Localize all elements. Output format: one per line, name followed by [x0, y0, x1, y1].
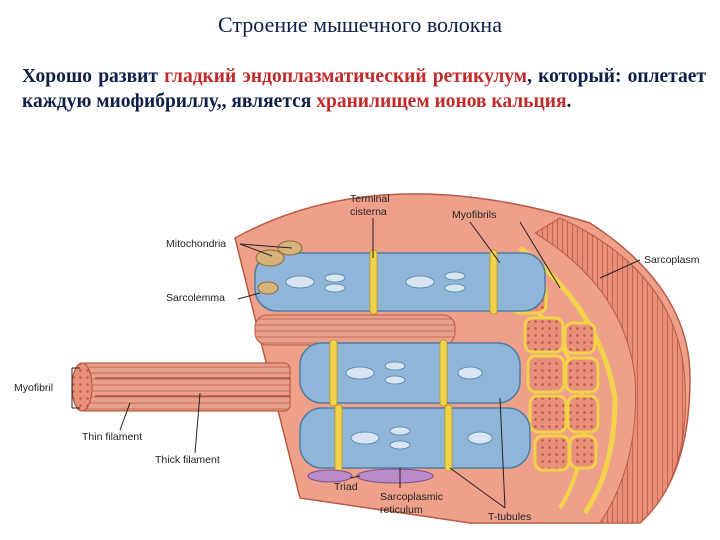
label-sarcolemma: Sarcolemma: [166, 292, 225, 304]
label-terminal-cisterna-2: cisterna: [350, 206, 387, 218]
label-triad: Triad: [334, 481, 358, 493]
single-myofibril: [71, 362, 291, 412]
slide-text: Хорошо развит гладкий эндоплазматический…: [22, 64, 706, 114]
label-sarcoplasm: Sarcoplasm: [644, 254, 700, 266]
label-thin-filament: Thin filament: [82, 431, 142, 443]
label-thick-filament: Thick filament: [155, 454, 220, 466]
sarcoplasm-mesh: [510, 281, 600, 472]
text-part-3: , который: оплетает каждую миофибриллу,,…: [22, 66, 706, 112]
label-sarcoplasmic-reticulum-2: reticulum: [380, 504, 423, 516]
label-myofibrils: Myofibrils: [452, 209, 496, 221]
label-myofibril: Myofibril: [14, 382, 53, 394]
label-sarcoplasmic-reticulum-1: Sarcoplasmic: [380, 491, 443, 503]
muscle-fiber-diagram: Terminal cisterna Myofibrils Mitochondri…: [14, 193, 700, 524]
label-t-tubules: T-tubules: [488, 511, 531, 523]
text-part-4-highlight: хранилищем ионов кальция: [316, 91, 567, 112]
mitochondria-group: [255, 240, 303, 295]
label-mitochondria: Mitochondria: [166, 238, 226, 250]
myofibril-bundles: [254, 249, 546, 484]
text-part-2-highlight: гладкий эндоплазматический ретикулум: [164, 66, 528, 87]
triad-structure: [307, 468, 434, 484]
text-part-1: Хорошо развит: [22, 66, 165, 87]
slide-title: Строение мышечного волокна: [218, 12, 502, 37]
text-part-5: .: [566, 91, 572, 112]
label-terminal-cisterna-1: Terminal: [350, 193, 390, 205]
